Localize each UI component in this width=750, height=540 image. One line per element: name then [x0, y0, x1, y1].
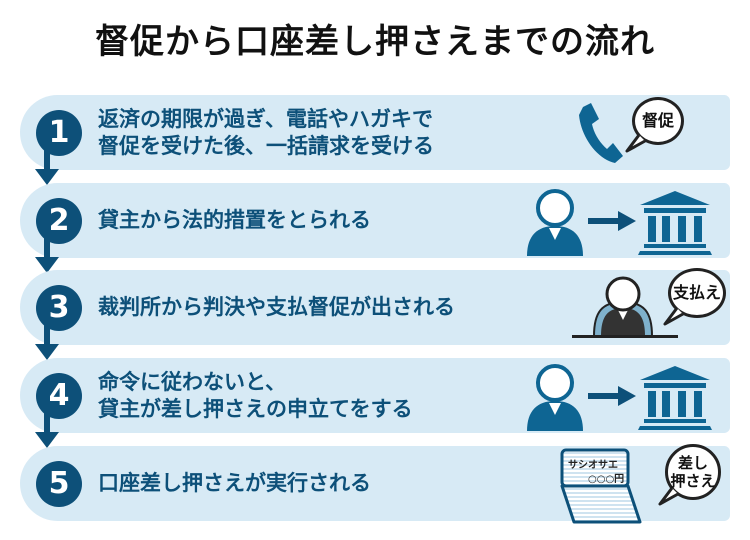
step-text: 命令に従わないと、 貸主が差し押さえの申立てをする: [98, 358, 413, 433]
step-number: 1: [36, 110, 82, 156]
bankbook-name: サシオサエ: [568, 460, 618, 471]
step-text: 貸主から法的措置をとられる: [98, 183, 371, 258]
step-text-line: 貸主から法的措置をとられる: [98, 208, 371, 232]
step-text: 返済の期限が過ぎ、電話やハガキで 督促を受けた後、一括請求を受ける: [98, 95, 434, 170]
step-5: 5 口座差し押さえが実行される サシオサエ ○○○円 差し 押さえ: [20, 444, 730, 524]
bubble-text: 押さえ: [670, 472, 716, 490]
bankbook-icon: サシオサエ ○○○円: [560, 446, 650, 524]
phone-icon: [579, 103, 623, 163]
person-icon: [527, 189, 583, 256]
judge-icon: [572, 276, 678, 338]
bankbook-amount: ○○○円: [588, 474, 625, 485]
step-2: 2 貸主から法的措置をとられる: [20, 183, 730, 258]
arrow-right-icon: [588, 386, 636, 406]
page-title: 督促から口座差し押さえまでの流れ: [95, 22, 655, 62]
bubble-tail-icon: [663, 307, 684, 326]
courthouse-icon: [638, 191, 712, 255]
bubble-tail-icon: [625, 134, 646, 153]
step-text: 口座差し押さえが実行される: [98, 446, 371, 521]
bubble-text: 支払え: [672, 283, 721, 302]
bubble-text: 督促: [641, 111, 674, 130]
step-4: 4 命令に従わないと、 貸主が差し押さえの申立てをする: [20, 358, 730, 433]
step-number: 2: [36, 198, 82, 244]
bubble-tail-icon: [658, 487, 679, 506]
bubble-text: 差し: [677, 454, 708, 472]
step-number: 4: [36, 373, 82, 419]
step-number: 3: [36, 285, 82, 331]
step-text-line: 口座差し押さえが実行される: [98, 471, 371, 495]
person-icon: [527, 364, 583, 431]
step-text-line: 督促を受けた後、一括請求を受ける: [98, 133, 434, 158]
step-text-line: 貸主が差し押さえの申立てをする: [98, 396, 413, 421]
courthouse-icon: [638, 366, 712, 430]
step-text-line: 返済の期限が過ぎ、電話やハガキで: [98, 106, 433, 131]
step-text-line: 裁判所から判決や支払督促が出される: [98, 295, 455, 319]
step-3: 3 裁判所から判決や支払督促が出される 支払え: [20, 268, 730, 345]
step-1: 1 返済の期限が過ぎ、電話やハガキで 督促を受けた後、一括請求を受ける 督促: [20, 95, 730, 170]
step-text-line: 命令に従わないと、: [98, 369, 287, 394]
arrow-right-icon: [588, 211, 636, 231]
step-text: 裁判所から判決や支払督促が出される: [98, 270, 455, 345]
step-number: 5: [36, 461, 82, 507]
